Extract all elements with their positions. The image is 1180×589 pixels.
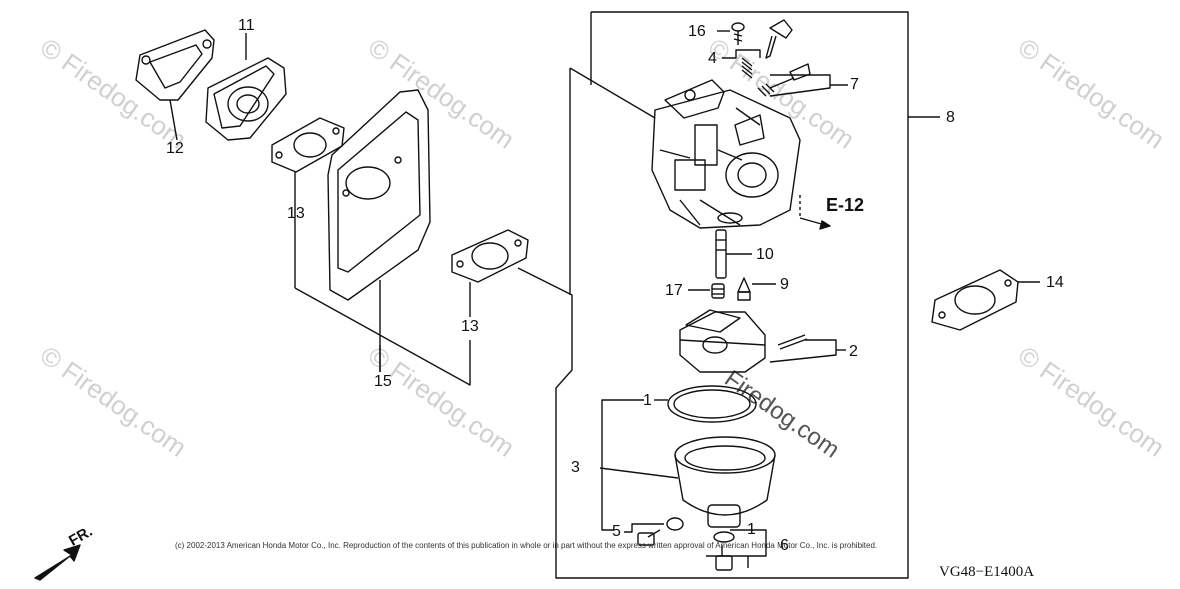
callout-6: 6 bbox=[780, 537, 789, 554]
callout-16: 16 bbox=[688, 23, 706, 40]
callout-13-upper: 13 bbox=[287, 205, 305, 222]
drain-bolt-6 bbox=[706, 529, 767, 571]
gasket-13-lower bbox=[451, 229, 529, 317]
gasket-14 bbox=[931, 269, 1040, 331]
float-chamber-3 bbox=[674, 436, 776, 528]
callout-4: 4 bbox=[708, 50, 717, 67]
bolt-5 bbox=[624, 517, 684, 546]
callout-8: 8 bbox=[946, 109, 955, 126]
callout-14: 14 bbox=[1046, 274, 1064, 291]
callout-11: 11 bbox=[238, 17, 255, 34]
callout-10: 10 bbox=[756, 246, 774, 263]
callout-3: 3 bbox=[571, 459, 580, 476]
callout-7: 7 bbox=[850, 76, 859, 93]
jet-holder-10 bbox=[715, 229, 752, 279]
callout-1-upper: 1 bbox=[643, 392, 652, 409]
o-ring-1 bbox=[667, 385, 757, 423]
callout-15: 15 bbox=[374, 373, 392, 390]
plate-15 bbox=[327, 89, 431, 372]
throttle-screw-7 bbox=[757, 63, 848, 97]
callout-5: 5 bbox=[612, 523, 621, 540]
float-valve-9 bbox=[737, 277, 776, 301]
diagram-code: VG48−E1400A bbox=[939, 564, 1035, 580]
callout-12: 12 bbox=[166, 140, 184, 157]
gasket-13-upper bbox=[271, 117, 345, 288]
reference-label: E-12 bbox=[826, 195, 865, 215]
gasket-12 bbox=[135, 29, 215, 141]
jet-17 bbox=[688, 283, 725, 299]
carburetor-body bbox=[651, 79, 801, 229]
callout-2: 2 bbox=[849, 343, 858, 360]
insulator-11 bbox=[205, 33, 287, 141]
assembly-bracket bbox=[517, 11, 940, 579]
callout-13-lower: 13 bbox=[461, 318, 479, 335]
pilot-screw-4 bbox=[722, 19, 793, 79]
callout-17: 17 bbox=[665, 282, 683, 299]
callout-9: 9 bbox=[780, 276, 789, 293]
callout-1-lower: 1 bbox=[747, 521, 756, 538]
float-2 bbox=[679, 309, 846, 373]
copyright-notice: (c) 2002-2013 American Honda Motor Co., … bbox=[175, 541, 878, 550]
screw-16 bbox=[717, 22, 745, 45]
